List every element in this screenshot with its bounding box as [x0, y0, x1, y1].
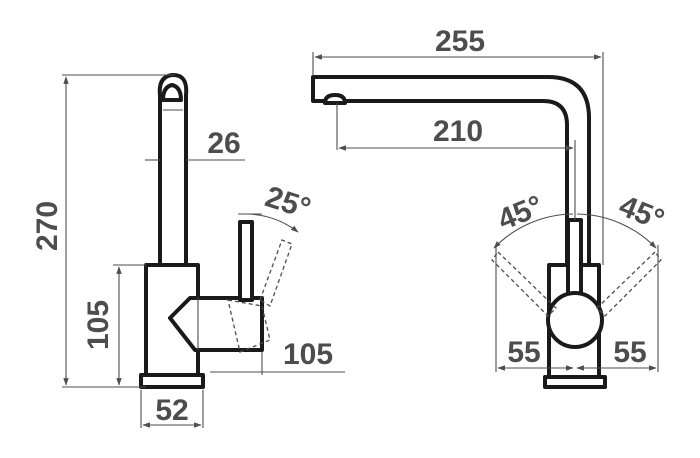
front-view: 255 210 45° 45° 55 55 — [311, 25, 669, 389]
label-right-angle: 45° — [614, 189, 668, 237]
label-left-angle: 45° — [493, 189, 547, 237]
dim-45-right-arc — [576, 213, 657, 249]
label-spout-width: 26 — [207, 127, 240, 160]
side-aerator — [161, 83, 183, 102]
label-spout-reach: 210 — [433, 115, 483, 148]
label-lever-angle: 25° — [261, 180, 314, 225]
label-total-height: 270 — [31, 201, 64, 251]
front-cartridge-circle — [546, 291, 604, 349]
label-base-width: 52 — [155, 394, 188, 427]
front-faucet-outline — [311, 75, 662, 389]
front-base — [543, 375, 607, 389]
front-lever — [566, 218, 583, 302]
side-cartridge — [168, 296, 264, 352]
front-lever-tilt-left — [491, 251, 557, 317]
front-spout — [311, 75, 591, 267]
dim-45-left-arc — [493, 213, 574, 249]
label-lever-reach: 105 — [283, 338, 333, 371]
side-lever-tilted — [259, 239, 293, 307]
label-spout-length: 255 — [435, 25, 485, 58]
front-aerator — [323, 93, 347, 105]
label-body-height: 105 — [82, 300, 115, 350]
side-spout-column — [157, 72, 189, 267]
side-base — [139, 373, 205, 389]
dim-25deg-arc — [245, 213, 299, 233]
side-view: 270 105 26 25° 105 52 — [31, 72, 345, 428]
label-right-offset: 55 — [613, 336, 646, 369]
side-cartridge-tilted — [227, 299, 271, 353]
side-lever — [238, 220, 254, 302]
side-faucet-outline — [139, 72, 293, 389]
label-left-offset: 55 — [507, 336, 540, 369]
front-lever-tilt-right — [596, 251, 662, 317]
